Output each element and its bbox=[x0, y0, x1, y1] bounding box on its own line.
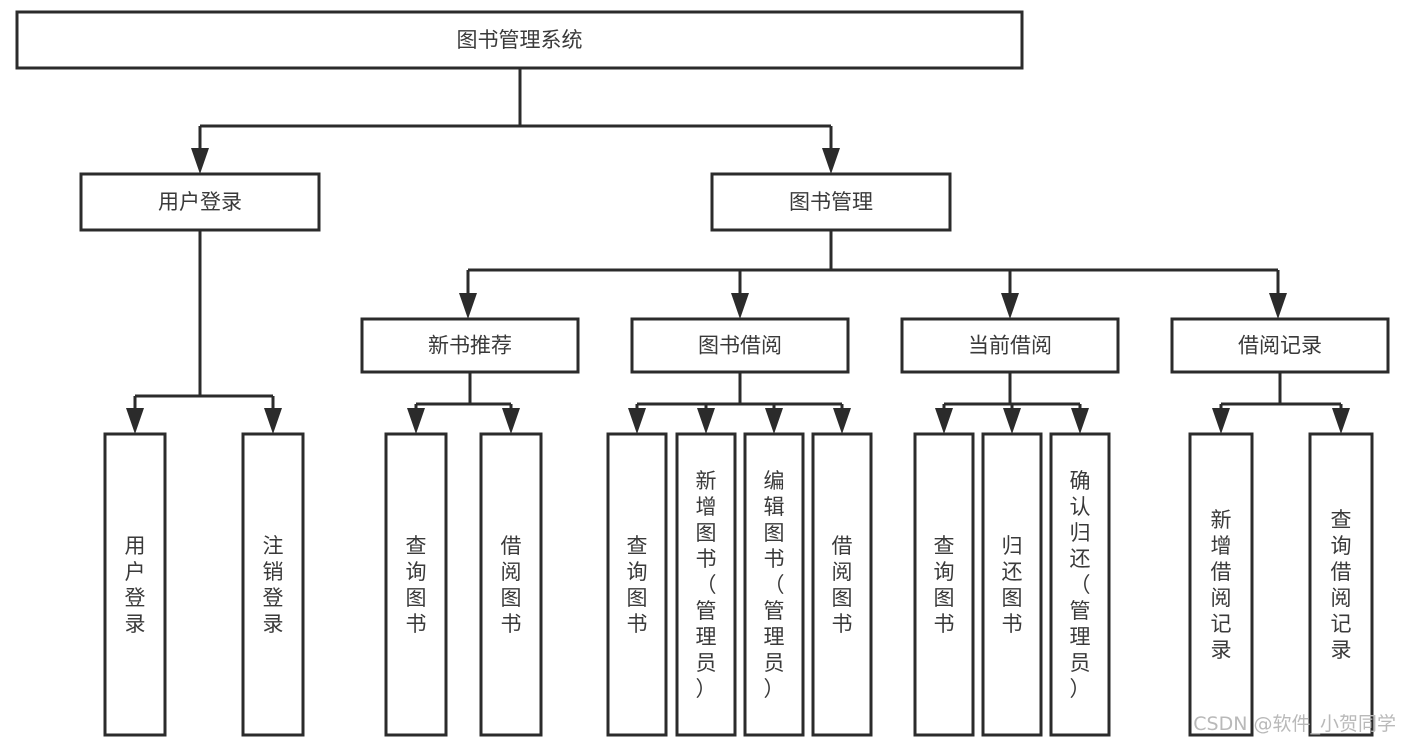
arrow-head bbox=[264, 408, 282, 434]
node-label: 当前借阅 bbox=[968, 334, 1052, 358]
node-box bbox=[1188, 432, 1254, 737]
node-leaf-user-login[interactable]: 用户登录 bbox=[103, 432, 167, 737]
arrow-head bbox=[822, 148, 840, 174]
node-leaf-edit-book[interactable]: 编辑图书（管理员） bbox=[743, 432, 805, 737]
nodes-layer: 图书管理系统用户登录图书管理新书推荐图书借阅当前借阅借阅记录用户登录注销登录查询… bbox=[15, 10, 1390, 737]
node-leaf-confirm-return[interactable]: 确认归还（管理员） bbox=[1049, 432, 1111, 737]
node-box bbox=[1308, 432, 1374, 737]
node-book-borrow[interactable]: 图书借阅 bbox=[630, 317, 850, 374]
node-label: 查询图书 bbox=[406, 534, 427, 636]
node-current-borrow[interactable]: 当前借阅 bbox=[900, 317, 1120, 374]
arrow-head bbox=[459, 293, 477, 319]
node-label: 图书管理系统 bbox=[457, 28, 583, 52]
arrow-head bbox=[1071, 408, 1089, 434]
node-leaf-query-book-3[interactable]: 查询图书 bbox=[913, 432, 975, 737]
node-label: 新书推荐 bbox=[428, 334, 512, 358]
arrow-head bbox=[765, 408, 783, 434]
node-leaf-borrow-book-2[interactable]: 借阅图书 bbox=[811, 432, 873, 737]
node-label: 查询图书 bbox=[934, 534, 955, 636]
node-box bbox=[606, 432, 668, 737]
node-new-book-recommend[interactable]: 新书推荐 bbox=[360, 317, 580, 374]
arrow-head bbox=[502, 408, 520, 434]
arrow-head bbox=[697, 408, 715, 434]
node-box bbox=[743, 432, 805, 737]
node-label: 确认归还（管理员） bbox=[1070, 469, 1091, 701]
node-leaf-return-book[interactable]: 归还图书 bbox=[981, 432, 1043, 737]
arrow-head bbox=[935, 408, 953, 434]
arrow-head bbox=[731, 293, 749, 319]
connector-book-borrow bbox=[628, 372, 851, 434]
arrow-head bbox=[628, 408, 646, 434]
node-box bbox=[15, 10, 1024, 70]
node-box bbox=[479, 432, 543, 737]
node-leaf-borrow-book-1[interactable]: 借阅图书 bbox=[479, 432, 543, 737]
connector-user-login bbox=[126, 230, 282, 434]
connector-new-book-recommend bbox=[407, 372, 520, 434]
node-leaf-query-book-2[interactable]: 查询图书 bbox=[606, 432, 668, 737]
node-box bbox=[900, 317, 1120, 374]
node-box bbox=[241, 432, 305, 737]
node-box bbox=[630, 317, 850, 374]
arrow-head bbox=[1212, 408, 1230, 434]
connectors-layer bbox=[126, 68, 1350, 434]
arrow-head bbox=[833, 408, 851, 434]
node-label: 新增借阅记录 bbox=[1211, 508, 1232, 662]
node-box bbox=[981, 432, 1043, 737]
arrow-head bbox=[126, 408, 144, 434]
node-label: 编辑图书（管理员） bbox=[764, 469, 785, 701]
node-box bbox=[384, 432, 448, 737]
node-box bbox=[103, 432, 167, 737]
node-box bbox=[811, 432, 873, 737]
watermark-label: CSDN @软件_小贺同学 bbox=[1193, 713, 1396, 735]
node-leaf-query-borrow-record[interactable]: 查询借阅记录 bbox=[1308, 432, 1374, 737]
node-box bbox=[79, 172, 321, 232]
node-leaf-add-book[interactable]: 新增图书（管理员） bbox=[675, 432, 737, 737]
arrow-head bbox=[191, 148, 209, 174]
node-label: 查询图书 bbox=[627, 534, 648, 636]
connector-root bbox=[191, 68, 840, 174]
node-box bbox=[360, 317, 580, 374]
arrow-head bbox=[1001, 293, 1019, 319]
node-leaf-query-book-1[interactable]: 查询图书 bbox=[384, 432, 448, 737]
connector-borrow-record bbox=[1212, 372, 1350, 434]
node-book-manage[interactable]: 图书管理 bbox=[710, 172, 952, 232]
node-user-login[interactable]: 用户登录 bbox=[79, 172, 321, 232]
node-label: 图书管理 bbox=[789, 190, 873, 214]
connector-book-manage bbox=[459, 230, 1287, 319]
node-borrow-record[interactable]: 借阅记录 bbox=[1170, 317, 1390, 374]
arrow-head bbox=[1269, 293, 1287, 319]
node-label: 归还图书 bbox=[1002, 534, 1023, 636]
node-label: 借阅图书 bbox=[501, 534, 522, 636]
node-box bbox=[1049, 432, 1111, 737]
node-label: 借阅图书 bbox=[832, 534, 853, 636]
node-root[interactable]: 图书管理系统 bbox=[15, 10, 1024, 70]
node-label: 用户登录 bbox=[158, 190, 242, 214]
node-box bbox=[913, 432, 975, 737]
arrow-head bbox=[1003, 408, 1021, 434]
node-label: 查询借阅记录 bbox=[1331, 508, 1352, 662]
node-label: 图书借阅 bbox=[698, 334, 782, 358]
node-leaf-logout[interactable]: 注销登录 bbox=[241, 432, 305, 737]
node-box bbox=[710, 172, 952, 232]
node-leaf-add-borrow-record[interactable]: 新增借阅记录 bbox=[1188, 432, 1254, 737]
node-label: 用户登录 bbox=[125, 534, 146, 636]
node-label: 新增图书（管理员） bbox=[696, 469, 717, 701]
connector-current-borrow bbox=[935, 372, 1089, 434]
node-box bbox=[1170, 317, 1390, 374]
arrow-head bbox=[1332, 408, 1350, 434]
node-label: 注销登录 bbox=[263, 534, 284, 636]
node-box bbox=[675, 432, 737, 737]
arrow-head bbox=[407, 408, 425, 434]
node-label: 借阅记录 bbox=[1238, 334, 1322, 358]
